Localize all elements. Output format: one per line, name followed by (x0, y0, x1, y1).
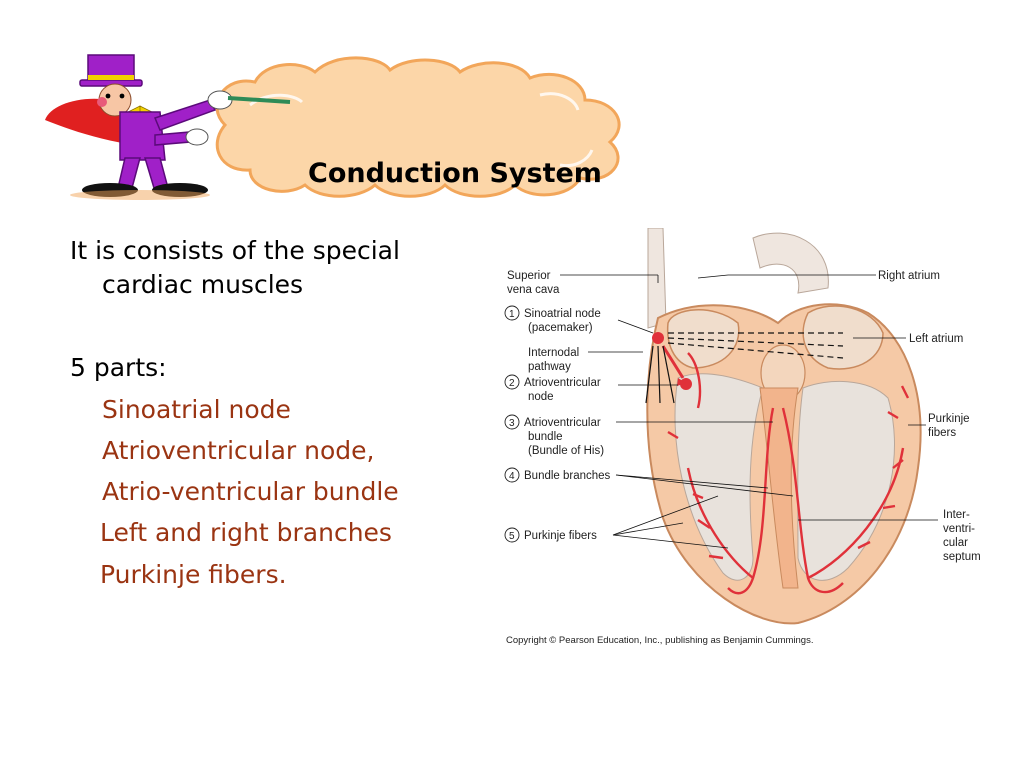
label-septum-1: Inter- (943, 509, 970, 521)
conduction-pathways (667, 352, 910, 595)
label-svc-2: vena cava (507, 284, 560, 296)
internodal-arrow (661, 345, 685, 379)
step-2-number: 2 (509, 378, 515, 389)
step-3-number: 3 (509, 418, 515, 429)
header: Conduction System (40, 50, 650, 200)
step-5-circle (504, 527, 520, 543)
heart-conduction-figure: 1 2 3 4 5 Superior vena cava Sinoatrial … (498, 227, 998, 653)
label-sa-1: Sinoatrial node (524, 308, 601, 320)
figure-copyright: Copyright © Pearson Education, Inc., pub… (506, 635, 813, 646)
part-item-atrioventricular-node: Atrioventricular node, (102, 436, 375, 465)
label-purkinje-right-2: fibers (928, 427, 956, 439)
part-item-purkinje: Purkinje fibers. (100, 560, 287, 589)
sinoatrial-node-marker (652, 332, 664, 344)
title-cloud (215, 56, 621, 198)
label-av-1: Atrioventricular (524, 377, 601, 389)
heart-illustration (646, 227, 922, 625)
magician-cartoon (45, 54, 291, 200)
step-4-circle (504, 467, 520, 483)
step-1-circle (504, 305, 520, 321)
header-graphic (45, 54, 621, 200)
step-2-circle (504, 374, 520, 390)
label-right-atrium: Right atrium (878, 270, 940, 282)
part-item-branches: Left and right branches (100, 518, 392, 547)
label-bundle-branches: Bundle branches (524, 470, 611, 482)
part-item-av-bundle: Atrio-ventricular bundle (102, 477, 399, 506)
label-svc-1: Superior (507, 270, 551, 282)
label-purkinje-left: Purkinje fibers (524, 530, 597, 542)
step-3-circle (504, 414, 520, 430)
label-avb-1: Atrioventricular (524, 417, 601, 429)
label-internodal-2: pathway (528, 361, 571, 373)
slide-title: Conduction System (308, 158, 602, 189)
label-septum-3: cular (943, 537, 968, 549)
step-1-number: 1 (509, 309, 515, 320)
impulse-arrows (645, 332, 844, 404)
label-avb-3: (Bundle of His) (528, 445, 604, 457)
intro-line-1: It is consists of the special (70, 236, 400, 265)
label-septum-2: ventri- (943, 523, 975, 535)
part-item-sinoatrial: Sinoatrial node (102, 395, 291, 424)
label-av-2: node (528, 391, 554, 403)
label-left-atrium: Left atrium (909, 333, 963, 345)
label-septum-4: septum (943, 551, 981, 563)
label-avb-2: bundle (528, 431, 563, 443)
av-node-marker (680, 378, 692, 390)
step-4-number: 4 (509, 471, 515, 482)
step-5-number: 5 (509, 531, 515, 542)
label-sa-2: (pacemaker) (528, 322, 593, 334)
label-purkinje-right-1: Purkinje (928, 413, 970, 425)
leader-lines (560, 274, 938, 549)
parts-heading: 5 parts: (70, 353, 167, 382)
intro-line-2: cardiac muscles (102, 270, 304, 299)
label-internodal-1: Internodal (528, 347, 579, 359)
